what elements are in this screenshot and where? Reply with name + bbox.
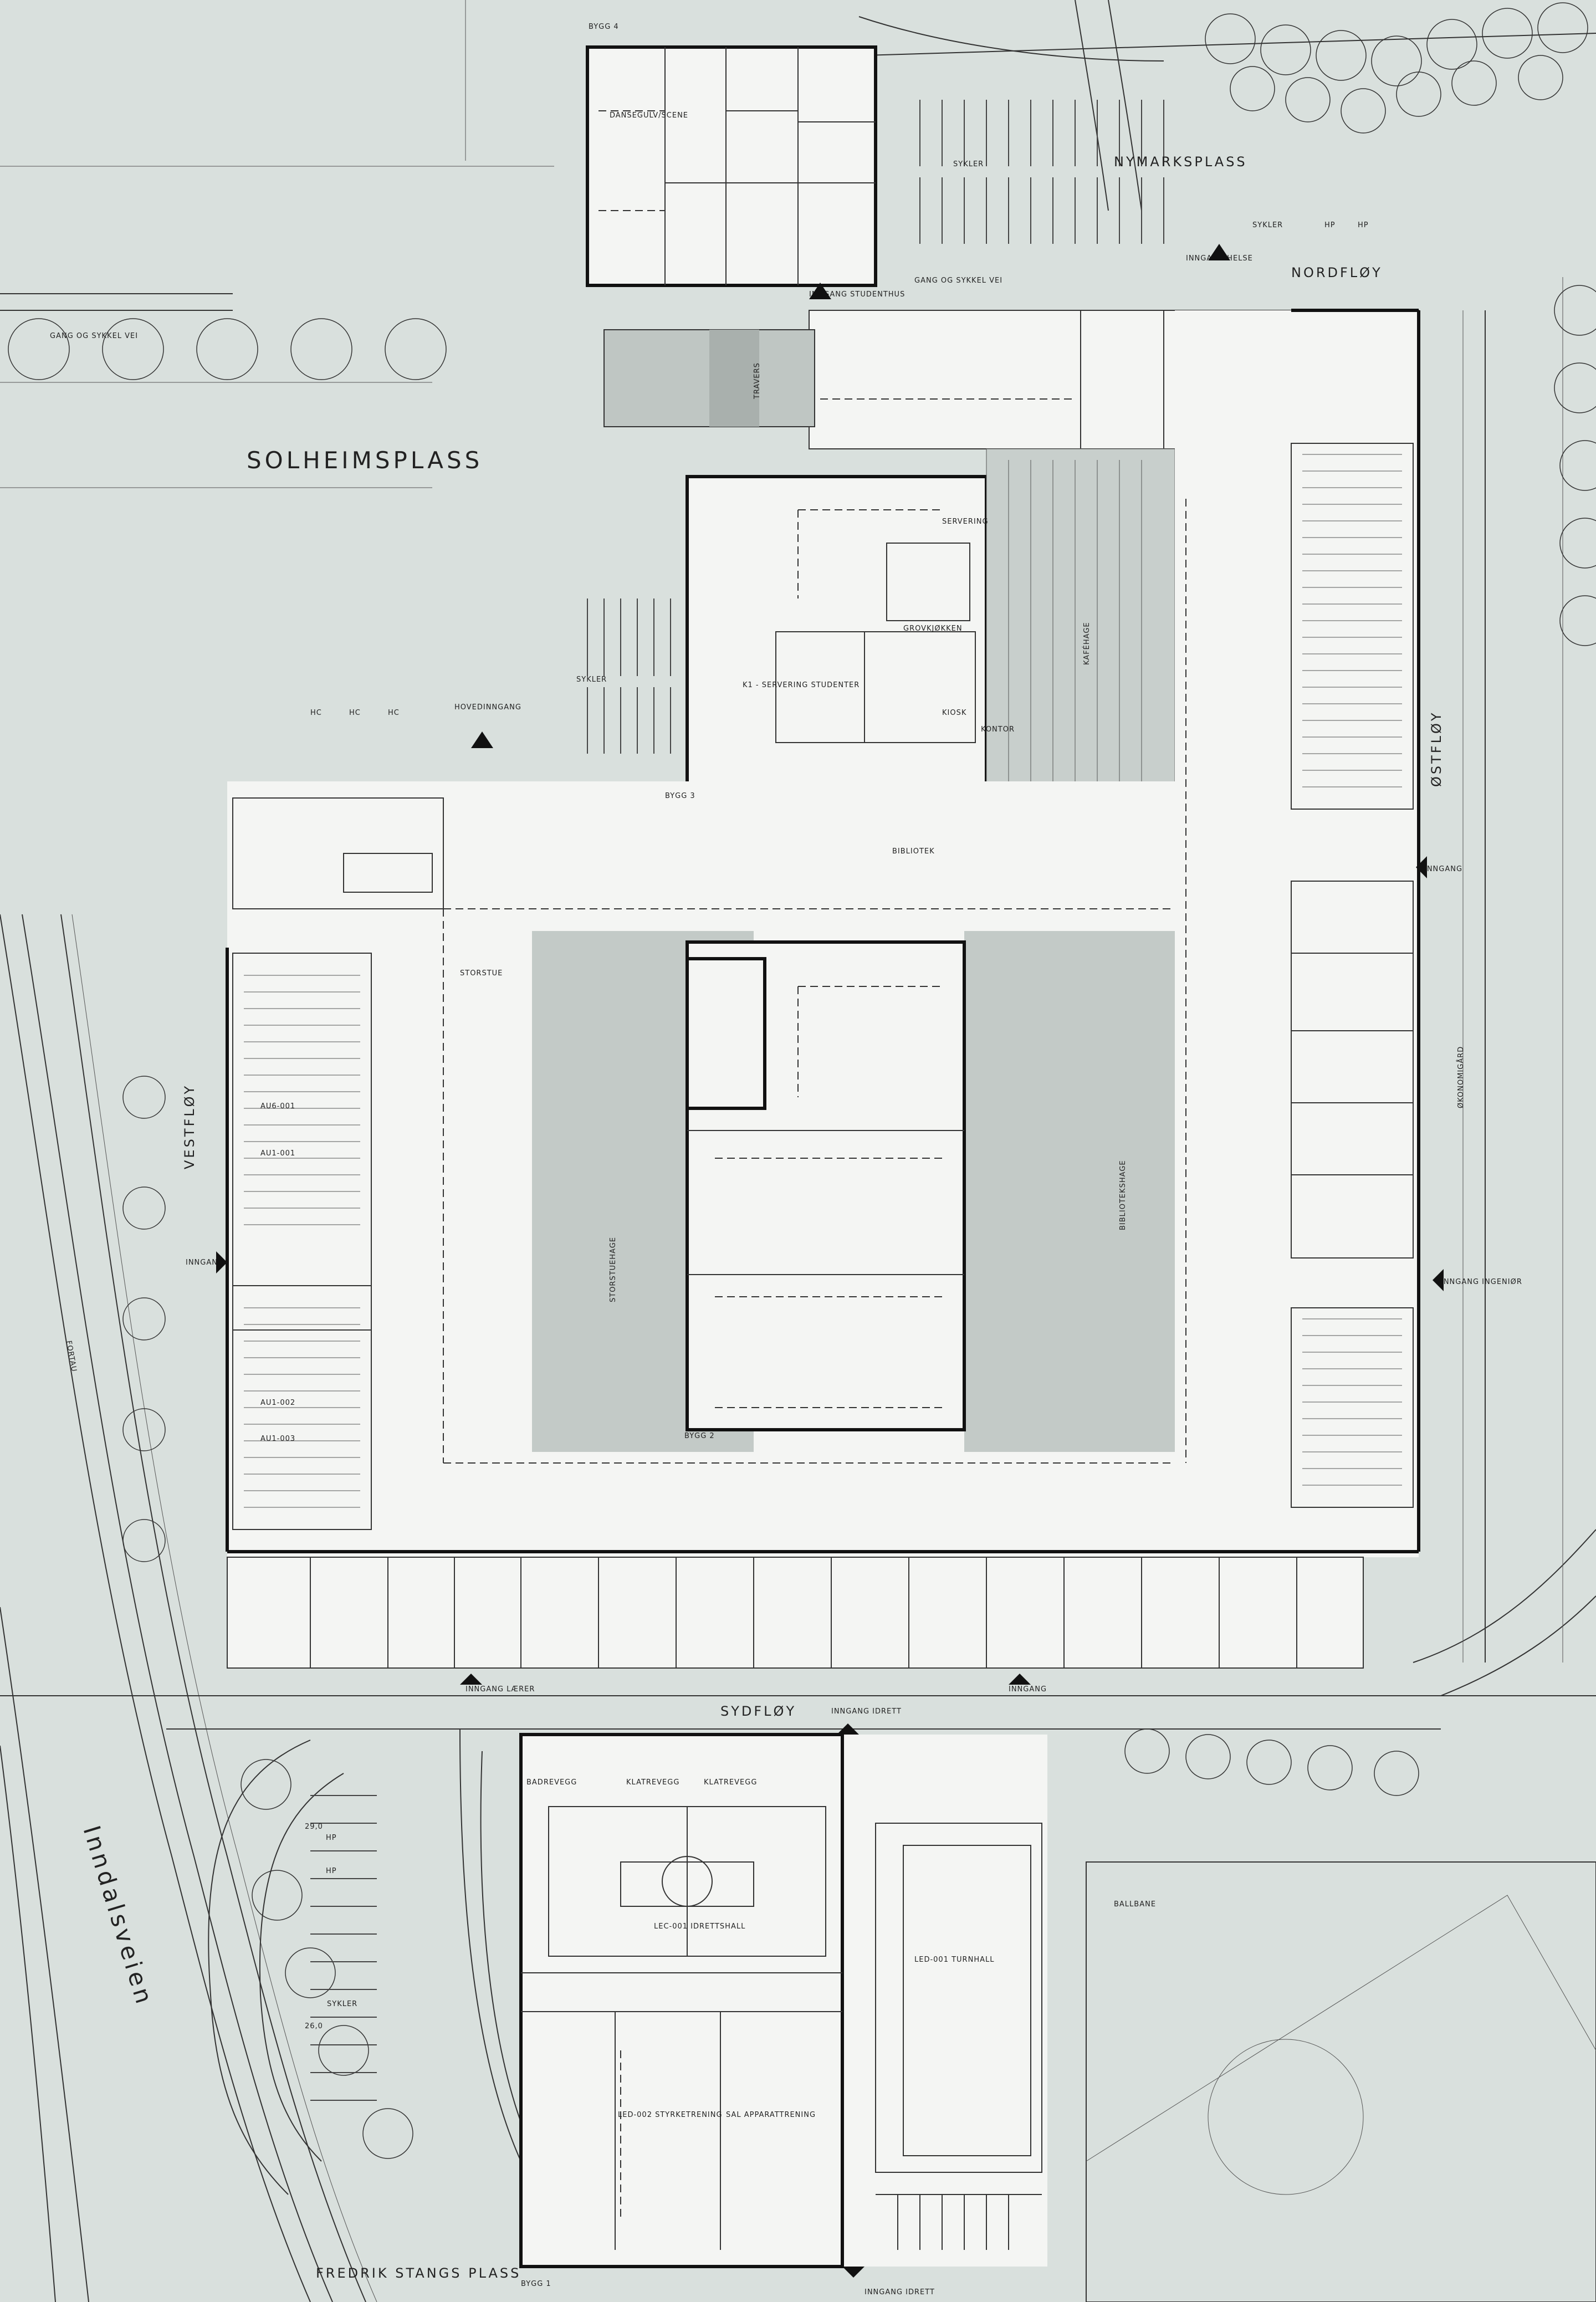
label-storstue: STORSTUE xyxy=(460,969,503,978)
label-badrevegg: BADREVEGG xyxy=(526,1778,577,1787)
label-styrke: LED-002 STYRKETRENING xyxy=(618,2111,723,2119)
label-bibliotekshage: BIBLIOTEKSHAGE xyxy=(1119,1160,1127,1230)
label-travers: TRAVERS xyxy=(753,362,761,400)
label-sydfloy: SYDFLØY xyxy=(720,1704,796,1719)
label-solheimsplass: SOLHEIMSPLASS xyxy=(247,447,483,474)
arrow-inngang-syd-icon xyxy=(1009,1674,1031,1685)
arrow-inngang-vest-icon xyxy=(216,1251,227,1273)
label-danseskule: DANSEGULV/SCENE xyxy=(610,111,688,120)
building-bygg1 xyxy=(519,1733,1047,2268)
building-bygg4 xyxy=(586,45,877,287)
label-bygg4: BYGG 4 xyxy=(589,23,619,31)
arrow-ingenior-icon xyxy=(1433,1269,1444,1291)
label-bygg1: BYGG 1 xyxy=(521,2280,551,2288)
label-nymarksplass: NYMARKSPLASS xyxy=(1114,154,1247,170)
label-inngang-vest: INNGANG xyxy=(186,1259,224,1267)
arrow-idrett-syd-icon xyxy=(842,2267,864,2278)
label-au6: AU6-001 xyxy=(260,1102,295,1111)
plan-labels: BYGG 4 BYGG 3 BYGG 2 BYGG 1 NYMARKSPLASS… xyxy=(50,23,1522,2296)
label-idrettshall: LEC-001 IDRETTSHALL xyxy=(654,1922,745,1931)
label-klatrevegg-1: KLATREVEGG xyxy=(626,1778,679,1787)
label-bibliotek: BIBLIOTEK xyxy=(892,847,935,856)
label-gang-sykkel-vest: GANG OG SYKKEL VEI xyxy=(50,332,138,340)
arrow-inngang-ost-icon xyxy=(1416,856,1427,878)
label-servering: SERVERING xyxy=(942,518,989,526)
label-au1: AU1-001 xyxy=(260,1149,295,1158)
label-okonomigard: ØKONOMIGÅRD xyxy=(1456,1046,1465,1108)
label-inngang-idrett-syd: INNGANG IDRETT xyxy=(864,2288,935,2296)
label-hp-2: HP xyxy=(1358,221,1369,229)
label-inngang-ost: INNGANG xyxy=(1424,865,1462,873)
label-inngang-syd: INNGANG xyxy=(1009,1685,1047,1694)
label-inngang-ingenior: INNGANG INGENIØR xyxy=(1441,1278,1522,1286)
arrow-hovedinngang-icon xyxy=(471,731,493,748)
building-main xyxy=(226,309,1420,1669)
label-inngang-idrett-nord: INNGANG IDRETT xyxy=(831,1707,902,1716)
label-bygg2: BYGG 2 xyxy=(684,1432,715,1440)
label-hp-1: HP xyxy=(1324,221,1336,229)
label-sal-apparat: SAL APPARATTRENING xyxy=(726,2111,816,2119)
label-sykler-3: SYKLER xyxy=(576,676,607,684)
label-hp-4: HP xyxy=(326,1867,337,1875)
label-hc-1: HC xyxy=(310,709,322,717)
label-au3: AU1-003 xyxy=(260,1435,295,1443)
label-dim-26: 26,0 xyxy=(305,2022,323,2030)
entrance-arrows xyxy=(216,244,1444,2278)
label-sykler-1: SYKLER xyxy=(953,160,984,168)
label-kafe-studenter: K1 - SERVERING STUDENTER xyxy=(743,681,860,689)
label-grovkjokken: GROVKJØKKEN xyxy=(903,625,963,633)
label-gang-sykkel-nord: GANG OG SYKKEL VEI xyxy=(914,277,1002,285)
label-kiosk: KIOSK xyxy=(942,709,966,717)
label-nordfloy: NORDFLØY xyxy=(1291,265,1383,280)
label-inngang-larer: INNGANG LÆRER xyxy=(466,1685,535,1694)
label-ostfloy: ØSTFLØY xyxy=(1429,710,1444,787)
label-kontor: KONTOR xyxy=(981,725,1015,734)
label-klatrevegg-2: KLATREVEGG xyxy=(704,1778,757,1787)
arrow-idrett-nord-icon xyxy=(837,1723,859,1735)
label-hc-3: HC xyxy=(388,709,400,717)
arrow-helse-icon xyxy=(1208,244,1230,260)
label-ballbane: BALLBANE xyxy=(1114,1900,1156,1909)
label-vestfloy: VESTFLØY xyxy=(182,1084,197,1169)
label-sykler-4: SYKLER xyxy=(327,2000,357,2008)
label-au2: AU1-002 xyxy=(260,1399,295,1407)
label-dim-29: 29,0 xyxy=(305,1823,323,1831)
arrow-larer-icon xyxy=(460,1674,482,1685)
label-fredrik-stangs-plass: FREDRIK STANGS PLASS xyxy=(316,2265,521,2281)
label-inngang-studenthus: INNGANG STUDENTHUS xyxy=(809,290,905,299)
arrow-studenthus-icon xyxy=(809,283,831,299)
label-sykler-2: SYKLER xyxy=(1252,221,1283,229)
label-turnhall: LED-001 TURNHALL xyxy=(914,1956,994,1964)
parking-stripes xyxy=(310,100,1164,2101)
label-hovedinngang: HOVEDINNGANG xyxy=(454,703,521,712)
label-bygg3: BYGG 3 xyxy=(665,792,695,800)
label-hc-2: HC xyxy=(349,709,361,717)
label-hp-3: HP xyxy=(326,1834,337,1842)
kafehage-garden xyxy=(986,448,1175,804)
label-storstuehage: STORSTUEHAGE xyxy=(609,1237,617,1302)
label-kafehage: KAFÉHAGE xyxy=(1082,622,1091,665)
